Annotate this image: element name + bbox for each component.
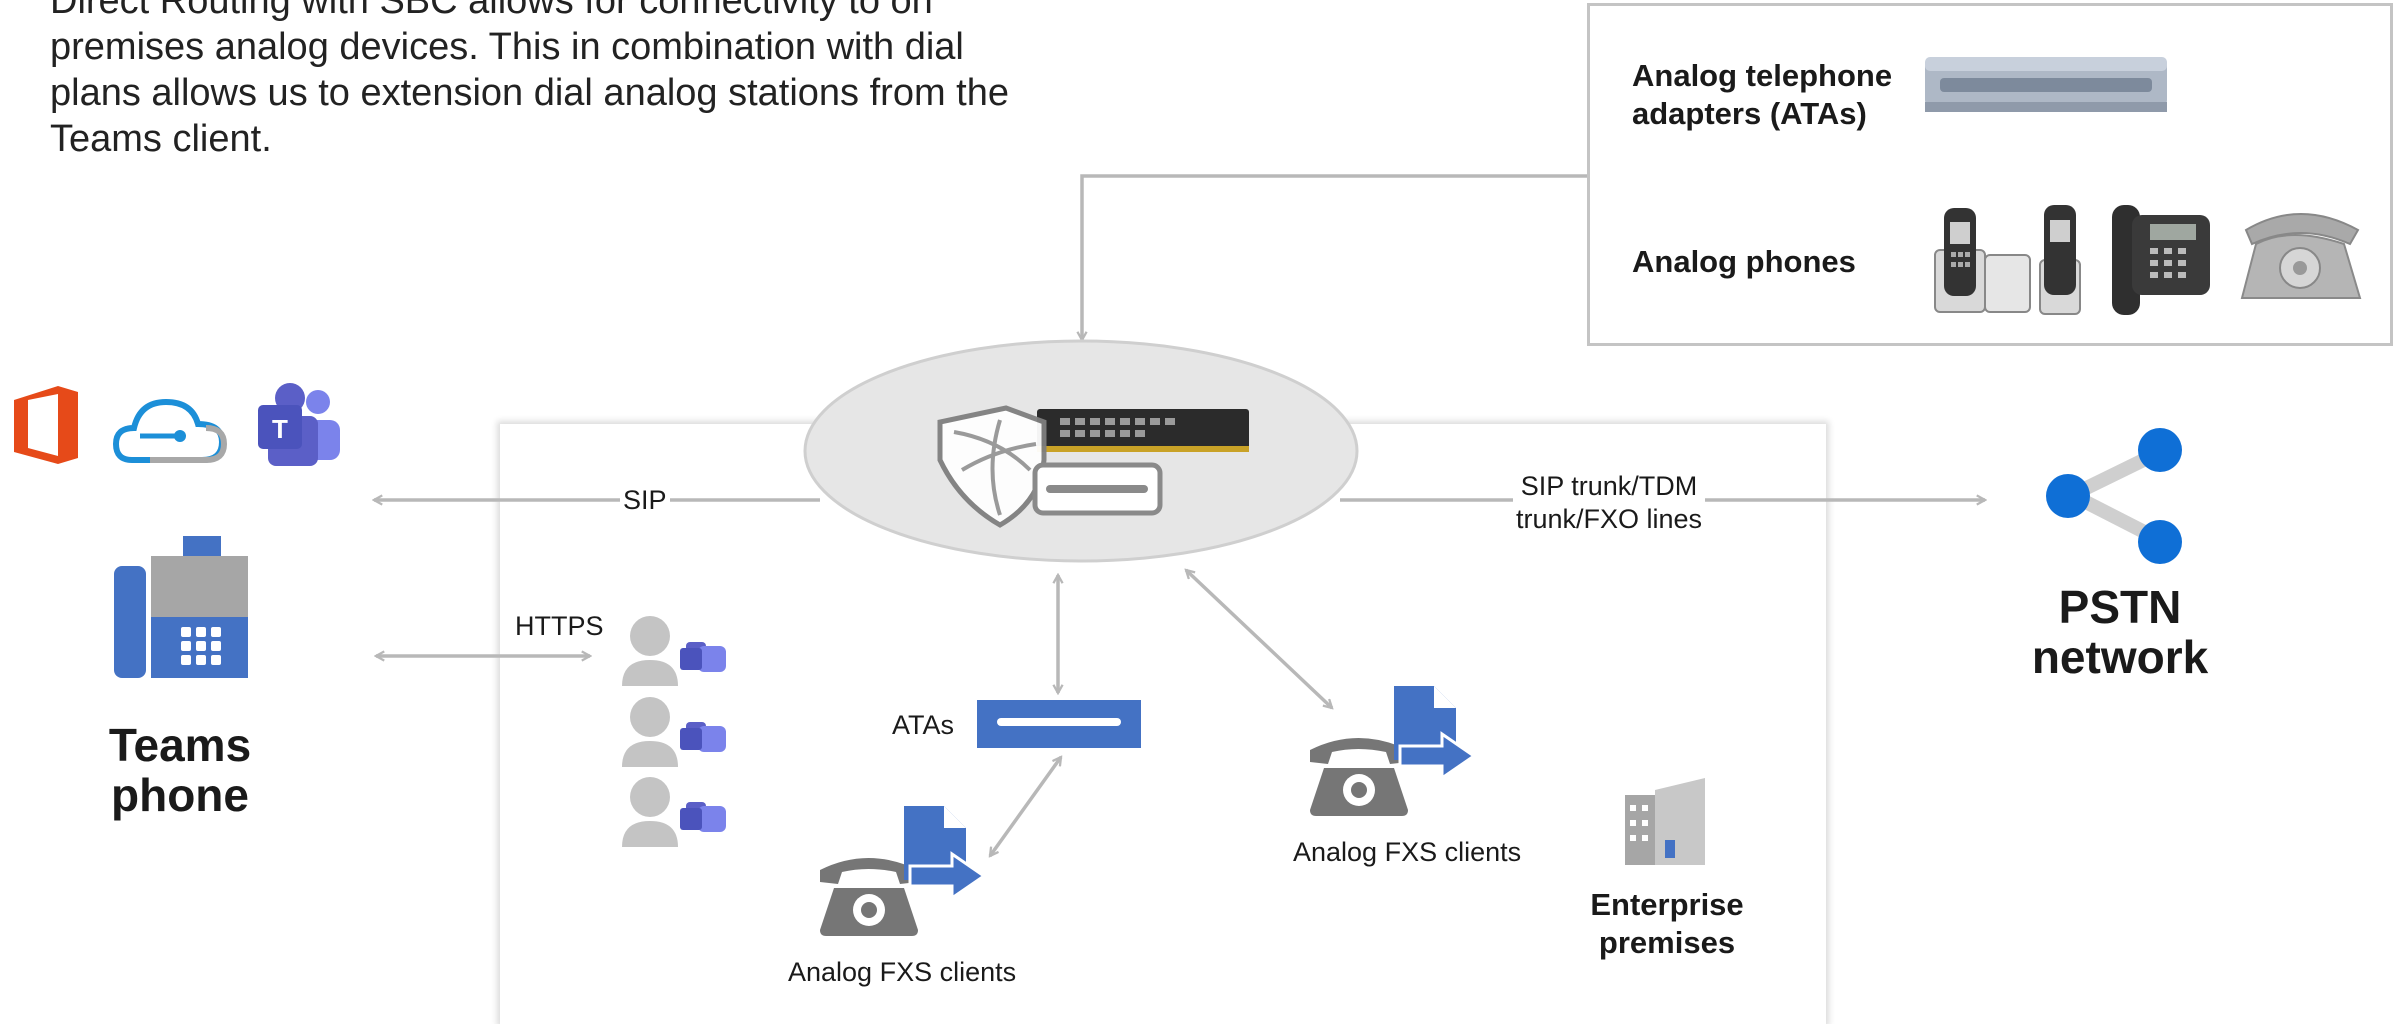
- ata-bar-icon: [977, 700, 1141, 748]
- sbc-fxs-arrow: [1186, 570, 1332, 708]
- sbc-shield-icon: [937, 405, 1163, 528]
- enterprise-premises-label: Enterprise premises: [1590, 887, 1744, 960]
- user-icon: [622, 777, 726, 847]
- https-label: HTTPS: [512, 610, 607, 643]
- sip-label: SIP: [620, 484, 670, 517]
- desk-phone-icon: [114, 536, 248, 678]
- desk-phone-image: [2112, 205, 2210, 315]
- user-icon: [622, 616, 726, 686]
- analog-phone-icon: [1310, 738, 1408, 816]
- intro-text: Direct Routing with SBC allows for conne…: [50, 0, 1009, 160]
- fxs-left-label: Analog FXS clients: [785, 956, 1020, 989]
- diagram-graphics: T: [14, 57, 2362, 936]
- building-icon: [1625, 778, 1705, 865]
- cloud-icon: [112, 398, 228, 463]
- pstn-network-label: PSTN network: [2031, 581, 2209, 683]
- office-icon: [14, 386, 78, 464]
- analog-phone-icon: [820, 858, 918, 936]
- svg-text:T: T: [272, 414, 288, 444]
- sbc-gateway: [803, 339, 1359, 563]
- atas-label: ATAs: [889, 709, 958, 742]
- cordless-phones-image: [1934, 205, 2081, 315]
- rotary-phone-image: [2240, 213, 2362, 299]
- ata-fxs-arrow: [988, 757, 1063, 856]
- teams-icon: T: [258, 383, 340, 466]
- ata-devices-label: Analog telephone adapters (ATAs): [1632, 58, 1893, 131]
- user-icon: [622, 697, 726, 767]
- ata-device-image: [1925, 57, 2167, 112]
- fxs-right-label: Analog FXS clients: [1290, 836, 1525, 869]
- document-arrow-icon: [904, 806, 987, 901]
- document-arrow-icon: [1394, 686, 1477, 781]
- share-network-icon: [2046, 428, 2182, 564]
- sbc-device-image: [1037, 409, 1249, 452]
- sip-trunk-label: SIP trunk/TDM trunk/FXO lines: [1513, 470, 1706, 536]
- analog-phones-label: Analog phones: [1632, 244, 1856, 279]
- device-box-connector: [1082, 174, 1587, 340]
- teams-phone-label: Teams phone: [108, 719, 252, 821]
